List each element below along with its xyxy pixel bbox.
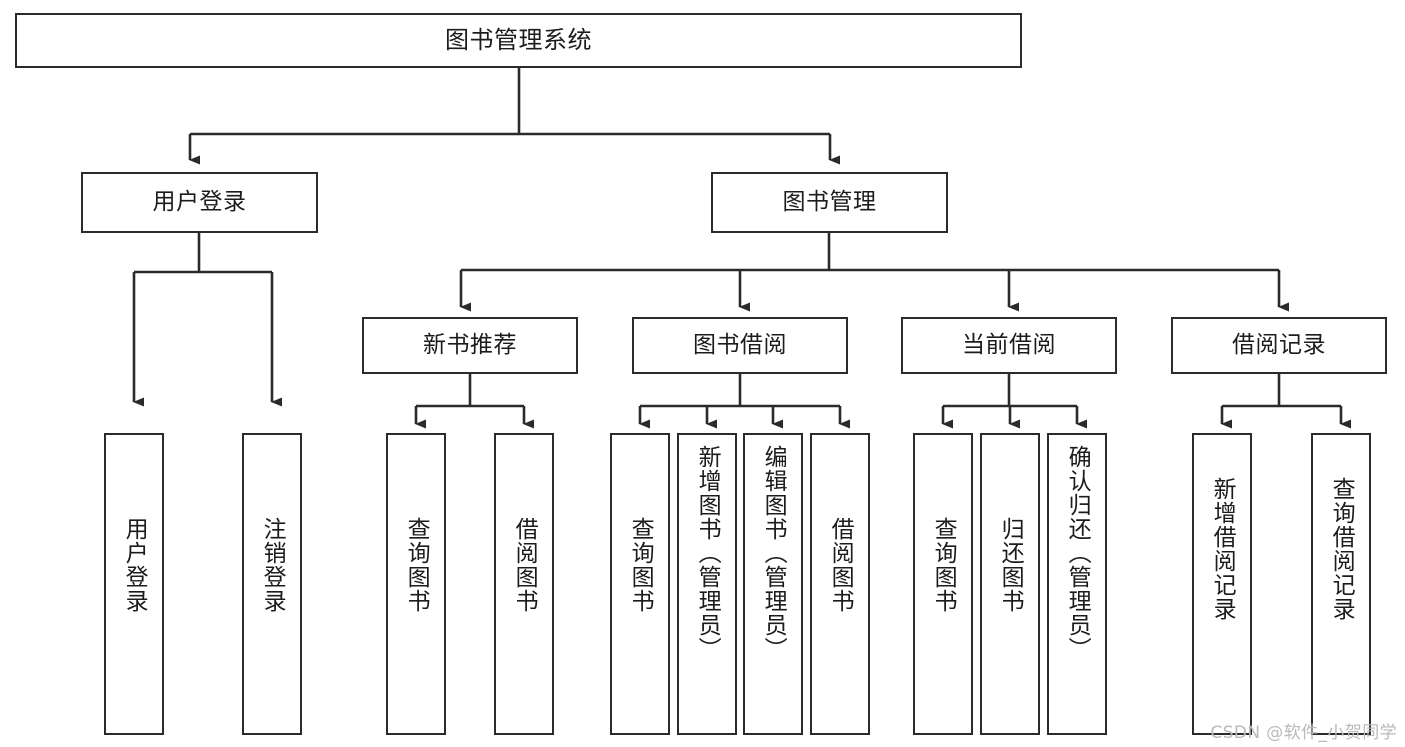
node-current-borrow[interactable]: 当前借阅	[901, 317, 1117, 374]
leaf-current-borrow-confirm-return[interactable]: 确认归还（管理员）	[1047, 433, 1107, 735]
leaf-book-borrow-edit-book[interactable]: 编辑图书（管理员）	[743, 433, 803, 735]
leaf-borrow-record-add-record[interactable]: 新增借阅记录	[1192, 433, 1252, 735]
leaf-borrow-record-query-record-label: 查询借阅记录	[1328, 477, 1355, 621]
leaf-current-borrow-query-book-label: 查询图书	[930, 517, 957, 613]
leaf-book-borrow-borrow-book-label: 借阅图书	[827, 517, 854, 613]
node-user-login[interactable]: 用户登录	[81, 172, 318, 233]
node-current-borrow-label: 当前借阅	[962, 332, 1056, 359]
node-borrow-record-label: 借阅记录	[1232, 332, 1326, 359]
node-root-system-label: 图书管理系统	[445, 25, 592, 54]
node-book-management-label: 图书管理	[782, 189, 877, 216]
leaf-user-login-login[interactable]: 用户登录	[104, 433, 164, 735]
leaf-new-book-borrow-book-label: 借阅图书	[511, 517, 538, 613]
node-book-borrow[interactable]: 图书借阅	[632, 317, 848, 374]
node-book-management[interactable]: 图书管理	[711, 172, 948, 233]
leaf-book-borrow-edit-book-label: 编辑图书（管理员）	[760, 445, 787, 661]
leaf-book-borrow-add-book[interactable]: 新增图书（管理员）	[677, 433, 737, 735]
node-new-book-recommend-label: 新书推荐	[423, 332, 517, 359]
watermark-text: CSDN @软件_小贺同学	[1210, 723, 1397, 743]
leaf-new-book-query-book[interactable]: 查询图书	[386, 433, 446, 735]
leaf-book-borrow-query-book-label: 查询图书	[627, 517, 654, 613]
leaf-current-borrow-query-book[interactable]: 查询图书	[913, 433, 973, 735]
leaf-current-borrow-return-book-label: 归还图书	[997, 517, 1024, 613]
leaf-book-borrow-add-book-label: 新增图书（管理员）	[694, 445, 721, 661]
node-book-borrow-label: 图书借阅	[693, 332, 787, 359]
leaf-current-borrow-return-book[interactable]: 归还图书	[980, 433, 1040, 735]
leaf-current-borrow-confirm-return-label: 确认归还（管理员）	[1064, 445, 1091, 661]
node-new-book-recommend[interactable]: 新书推荐	[362, 317, 578, 374]
leaf-book-borrow-borrow-book[interactable]: 借阅图书	[810, 433, 870, 735]
leaf-new-book-borrow-book[interactable]: 借阅图书	[494, 433, 554, 735]
leaf-user-login-login-label: 用户登录	[121, 517, 148, 613]
leaf-borrow-record-query-record[interactable]: 查询借阅记录	[1311, 433, 1371, 735]
node-borrow-record[interactable]: 借阅记录	[1171, 317, 1387, 374]
leaf-new-book-query-book-label: 查询图书	[403, 517, 430, 613]
leaf-user-login-logout-label: 注销登录	[259, 517, 286, 613]
leaf-book-borrow-query-book[interactable]: 查询图书	[610, 433, 670, 735]
leaf-user-login-logout[interactable]: 注销登录	[242, 433, 302, 735]
leaf-borrow-record-add-record-label: 新增借阅记录	[1209, 477, 1236, 621]
node-user-login-label: 用户登录	[152, 189, 247, 216]
node-root-system[interactable]: 图书管理系统	[15, 13, 1022, 68]
